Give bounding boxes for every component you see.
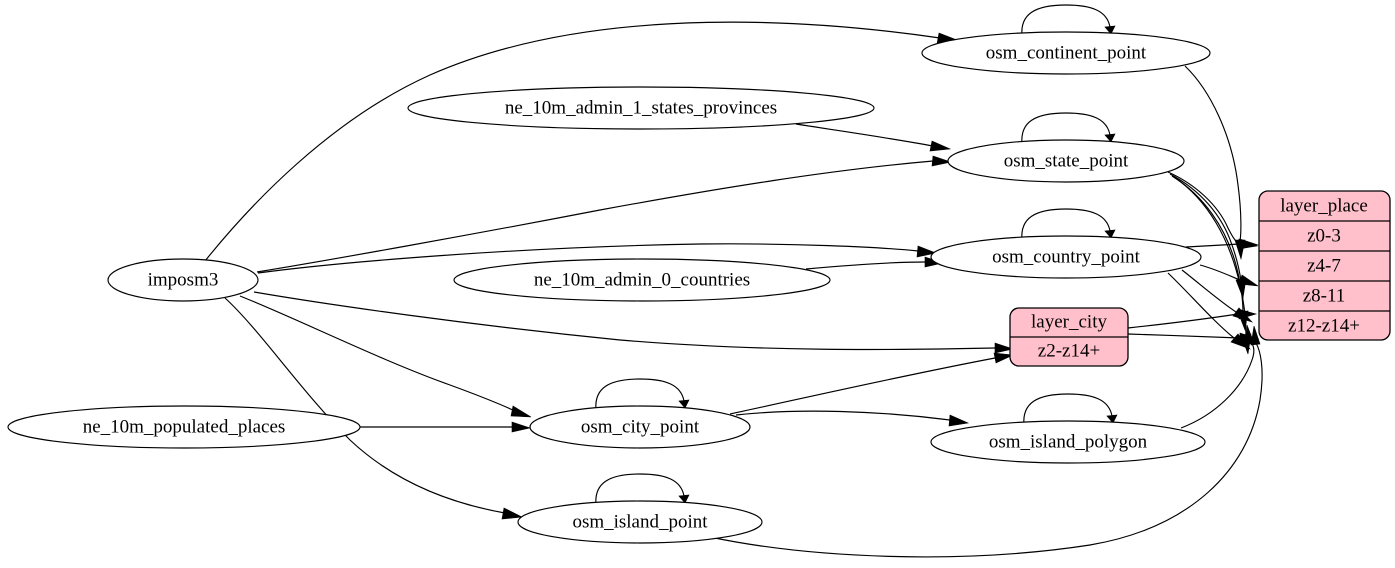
node-ne-countries-label: ne_10m_admin_0_countries: [534, 269, 750, 290]
edge-osm-city-point-to-osm-island-polygon: [735, 410, 970, 427]
node-osm-city-point-label: osm_city_point: [581, 416, 700, 437]
node-ne-states-shape[interactable]: [407, 86, 875, 130]
edge-osm-continent-point-self-loop: [1021, 4, 1116, 37]
record-layer-place-box[interactable]: [1258, 190, 1391, 341]
node-osm-island-point-label: osm_island_point: [572, 511, 708, 532]
edge-osm-state-point-to-layer-place-z0-3: [1167, 171, 1259, 250]
edge-osm-state-point-to-layer-place-z4-7: [1169, 173, 1247, 300]
record-layer-place-row-z12-z14[interactable]: z12-z14+: [1288, 315, 1360, 336]
node-ne-countries-shape[interactable]: [453, 258, 831, 302]
edge-osm-country-point-to-layer-place-z0-3: [1185, 238, 1260, 250]
node-imposm3-shape[interactable]: [107, 258, 259, 302]
edge-ne-populated-to-osm-city-point: [360, 421, 532, 433]
record-layer: layer_place z0-3 z4-7 z8-11 z12-z14+ lay…: [1009, 190, 1391, 367]
record-layer-place-row-z8-11[interactable]: z8-11: [1303, 285, 1346, 306]
node-osm-state-point-shape[interactable]: [947, 139, 1185, 183]
edge-ne-countries-to-osm-country-point: [805, 256, 945, 270]
node-osm-country-point-label: osm_country_point: [992, 246, 1140, 267]
record-layer-place-row-z4-7[interactable]: z4-7: [1307, 255, 1341, 276]
node-osm-state-point[interactable]: osm_state_point: [947, 139, 1185, 183]
edge-osm-state-point-self-loop: [1021, 112, 1116, 145]
node-ne-states-label: ne_10m_admin_1_states_provinces: [505, 97, 777, 118]
node-osm-city-point-shape[interactable]: [529, 405, 751, 449]
node-ne-10m-admin-0-countries[interactable]: ne_10m_admin_0_countries: [453, 258, 831, 302]
node-osm-island-point-shape[interactable]: [517, 500, 763, 544]
edge-osm-island-point-self-loop: [595, 473, 690, 506]
node-osm-island-polygon[interactable]: osm_island_polygon: [930, 420, 1206, 464]
node-osm-continent-point-shape[interactable]: [921, 31, 1211, 75]
edge-imposm3-to-osm-city-point: [239, 295, 532, 418]
edge-osm-island-polygon-self-loop: [1023, 393, 1118, 426]
node-osm-country-point[interactable]: osm_country_point: [930, 235, 1202, 279]
edge-imposm3-to-layer-city: [253, 291, 1015, 354]
node-layer: imposm3 ne_10m_admin_1_states_provinces …: [7, 31, 1211, 544]
edge-osm-country-point-to-layer-place-z4-7: [1199, 264, 1259, 287]
record-layer-place-header: layer_place: [1280, 195, 1368, 216]
edge-ne-states-to-osm-state-point: [795, 123, 952, 152]
node-ne-10m-admin-1-states-provinces[interactable]: ne_10m_admin_1_states_provinces: [407, 86, 875, 130]
node-imposm3[interactable]: imposm3: [107, 258, 259, 302]
edge-layer-city-to-layer-place-z8-11: [1127, 308, 1258, 329]
edge-imposm3-to-osm-continent-point: [204, 21, 959, 262]
edge-layer: [204, 4, 1263, 558]
edge-osm-continent-point-to-layer-place-z0-3: [1184, 65, 1246, 261]
node-ne-10m-populated-places[interactable]: ne_10m_populated_places: [7, 405, 361, 449]
edge-osm-city-point-to-layer-city: [729, 352, 1015, 415]
node-osm-continent-point-label: osm_continent_point: [986, 42, 1147, 63]
node-osm-continent-point[interactable]: osm_continent_point: [921, 31, 1211, 75]
node-imposm3-label: imposm3: [148, 269, 219, 290]
record-layer-city-header: layer_city: [1031, 311, 1107, 332]
edge-osm-country-point-self-loop: [1021, 208, 1116, 241]
edge-imposm3-to-osm-state-point: [256, 155, 953, 273]
record-layer-place[interactable]: layer_place z0-3 z4-7 z8-11 z12-z14+: [1258, 190, 1391, 341]
node-osm-state-point-label: osm_state_point: [1004, 150, 1129, 171]
edge-imposm3-to-osm-island-point: [224, 297, 524, 520]
node-osm-country-point-shape[interactable]: [930, 235, 1202, 279]
node-ne-populated-label: ne_10m_populated_places: [83, 416, 286, 437]
node-ne-populated-shape[interactable]: [7, 405, 361, 449]
record-layer-city[interactable]: layer_city z2-z14+: [1009, 307, 1129, 367]
record-layer-place-row-z0-3[interactable]: z0-3: [1307, 225, 1341, 246]
record-layer-city-row-z2-z14[interactable]: z2-z14+: [1038, 340, 1100, 361]
node-osm-island-polygon-label: osm_island_polygon: [989, 431, 1148, 452]
node-osm-island-point[interactable]: osm_island_point: [517, 500, 763, 544]
node-osm-city-point[interactable]: osm_city_point: [529, 405, 751, 449]
edge-imposm3-to-osm-country-point: [257, 243, 938, 274]
edge-osm-island-point-to-layer-place-z12-z14: [709, 325, 1263, 558]
node-osm-island-polygon-shape[interactable]: [930, 420, 1206, 464]
edge-osm-city-point-self-loop: [595, 378, 690, 411]
